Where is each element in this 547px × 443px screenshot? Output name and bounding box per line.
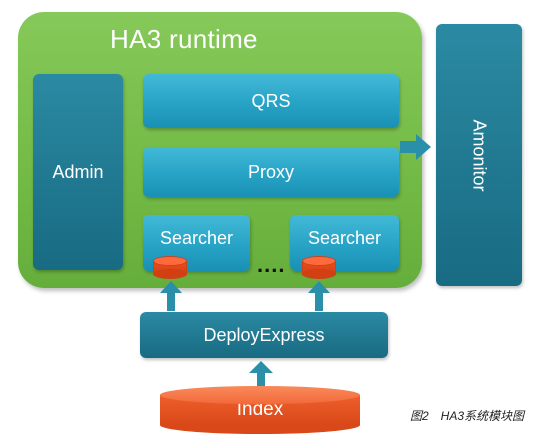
qrs-label: QRS <box>251 90 291 111</box>
figure-caption: 图2 HA3系统模块图 <box>410 409 525 423</box>
admin-label: Admin <box>52 161 104 182</box>
deploy-express-module: DeployExpress <box>140 312 388 358</box>
searcher-label: Searcher <box>307 228 382 248</box>
amonitor-label: Amonitor <box>469 118 490 192</box>
proxy-module: Proxy <box>143 147 399 197</box>
database-icon <box>302 256 336 280</box>
qrs-module: QRS <box>143 74 399 128</box>
deploy-express-label: DeployExpress <box>203 324 325 345</box>
proxy-label: Proxy <box>247 161 294 182</box>
database-icon <box>153 256 187 280</box>
index-storage: Index <box>160 386 360 436</box>
admin-module: Admin <box>33 74 123 270</box>
amonitor-module: Amonitor <box>436 24 522 286</box>
arrow-right-icon <box>400 134 431 160</box>
runtime-title: HA3 runtime <box>110 24 258 54</box>
arrow-up-icon <box>249 361 273 389</box>
arrow-up-icon <box>308 281 330 311</box>
arrow-up-icon <box>160 281 182 311</box>
searcher-label: Searcher <box>159 228 234 248</box>
more-searchers-ellipsis: .... <box>257 252 286 277</box>
